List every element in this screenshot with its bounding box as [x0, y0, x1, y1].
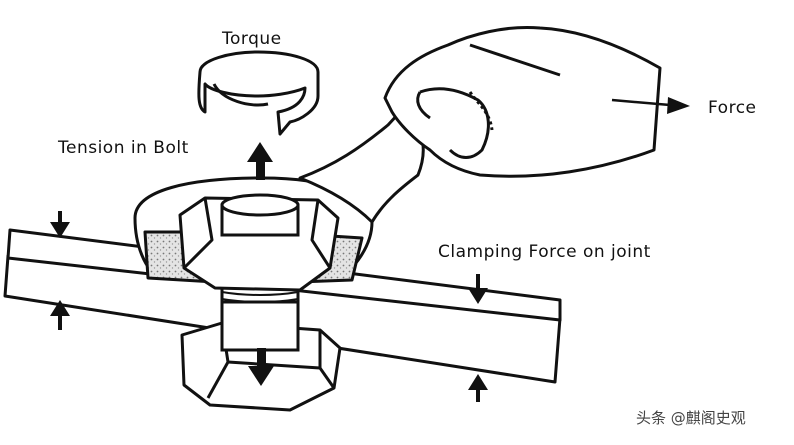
- clamping-label: Clamping Force on joint: [438, 242, 651, 262]
- bolt-shank: [220, 298, 300, 352]
- tension-label: Tension in Bolt: [58, 138, 189, 158]
- torque-label: Torque: [222, 29, 282, 49]
- clamp-arrow-top-right: [468, 274, 488, 304]
- clamp-arrow-bottom-left: [50, 300, 70, 330]
- thread-line: [221, 291, 299, 296]
- hand: [383, 25, 662, 178]
- bolt-head: [220, 193, 300, 237]
- wrench-handle: [298, 110, 425, 224]
- force-arrow: [611, 97, 690, 114]
- clamp-arrow-top-left: [50, 211, 70, 238]
- tension-arrow: [247, 142, 273, 180]
- bolt-down-arrow: [248, 348, 274, 386]
- torque-arrow: [197, 50, 320, 136]
- clamp-arrow-bottom-right: [468, 374, 488, 402]
- watermark: 头条 @麒阁史观: [636, 409, 746, 427]
- thread-line: [221, 298, 299, 303]
- force-label: Force: [708, 98, 757, 118]
